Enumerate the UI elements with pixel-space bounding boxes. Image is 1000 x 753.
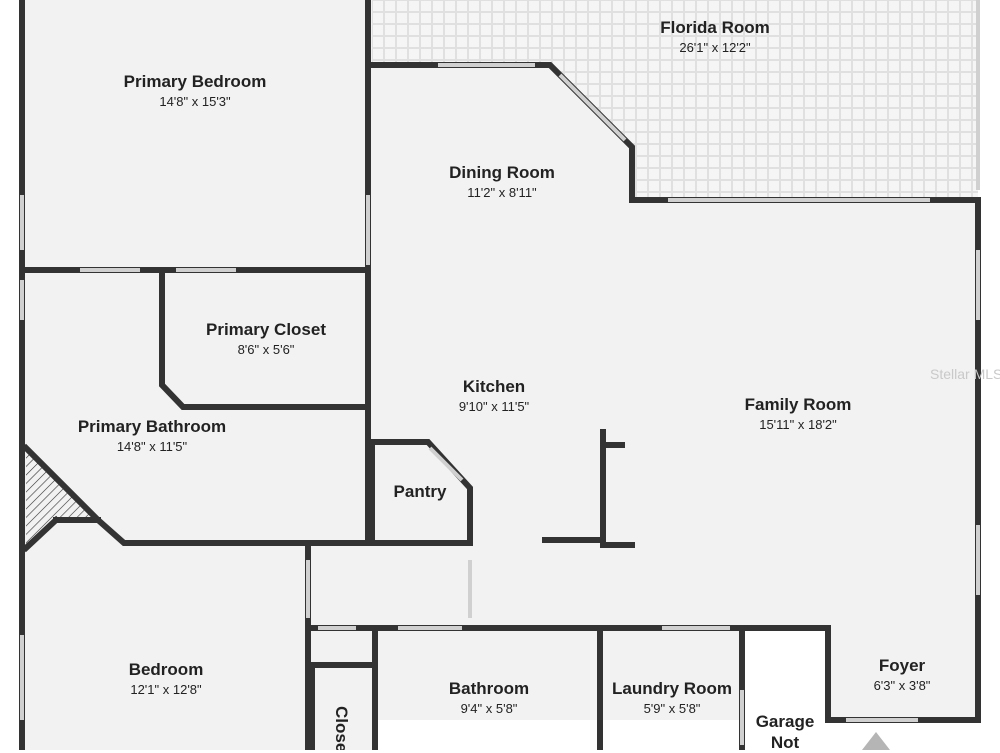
room-name: Bathroom <box>448 679 530 698</box>
primary-bathroom-label: Primary Bathroom 14'8" x 11'5" <box>78 416 226 455</box>
room-dimensions: 5'9" x 5'8" <box>643 701 701 716</box>
wall <box>542 429 606 543</box>
wall <box>21 515 61 553</box>
stair-hatch <box>26 448 98 548</box>
florida-room-label: Florida Room 26'1" x 12'2" <box>660 17 770 56</box>
family-room-label: Family Room 15'11" x 18'2" <box>745 394 852 433</box>
room-name: Laundry Room <box>612 679 732 698</box>
room-dimensions: 8'6" x 5'6" <box>237 342 295 357</box>
room-dimensions: 9'4" x 5'8" <box>460 701 518 716</box>
room-dimensions: 15'11" x 18'2" <box>759 417 837 432</box>
primary-bedroom-label: Primary Bedroom 14'8" x 15'3" <box>124 71 267 110</box>
room-name: Florida Room <box>660 18 770 37</box>
room-name: Pantry <box>393 482 447 501</box>
foyer-label: Foyer 6'3" x 3'8" <box>874 655 931 694</box>
room-dimensions: 26'1" x 12'2" <box>679 40 751 55</box>
wall <box>21 443 473 546</box>
windows <box>20 0 980 745</box>
room-dimensions: 9'10" x 11'5" <box>458 399 530 414</box>
laundry-room-label: Laundry Room 5'9" x 5'8" <box>612 678 732 717</box>
floor-fills <box>22 0 978 750</box>
primary-closet-label: Primary Closet 8'6" x 5'6" <box>206 319 326 358</box>
entry-marker <box>862 732 890 750</box>
room-name: Dining Room <box>449 163 555 182</box>
interior-floor <box>22 0 372 750</box>
garage-name-line2: Not <box>770 733 800 752</box>
room-dimensions: 14'8" x 11'5" <box>116 439 188 454</box>
watermark: Stellar MLS <box>930 366 1000 382</box>
room-name: Primary Bedroom <box>123 72 267 91</box>
room-name: Foyer <box>878 656 926 675</box>
room-name: Primary Bathroom <box>77 417 227 436</box>
dining-room-label: Dining Room 11'2" x 8'11" <box>449 162 555 201</box>
room-name: Bedroom <box>128 660 204 679</box>
closet-label: Closet <box>329 700 355 750</box>
room-name: Family Room <box>744 395 852 414</box>
room-dimensions: 12'1" x 12'8" <box>130 682 202 697</box>
bathroom-label: Bathroom 9'4" x 5'8" <box>449 678 529 717</box>
window <box>428 446 464 482</box>
garage-label: Garage Not <box>756 711 815 753</box>
bedroom-label: Bedroom 12'1" x 12'8" <box>129 659 204 698</box>
wall <box>159 267 371 410</box>
room-name: Closet <box>332 706 351 750</box>
pantry-label: Pantry <box>394 481 447 502</box>
main-floor <box>372 65 978 720</box>
window <box>558 73 627 142</box>
garage-name-line1: Garage <box>755 712 815 731</box>
garage-floor <box>745 628 827 750</box>
room-name: Primary Closet <box>206 320 326 339</box>
room-dimensions: 6'3" x 3'8" <box>873 678 931 693</box>
kitchen-label: Kitchen 9'10" x 11'5" <box>459 376 529 415</box>
room-name: Kitchen <box>462 377 526 396</box>
room-dimensions: 11'2" x 8'11" <box>467 185 537 200</box>
room-dimensions: 14'8" x 15'3" <box>159 94 231 109</box>
